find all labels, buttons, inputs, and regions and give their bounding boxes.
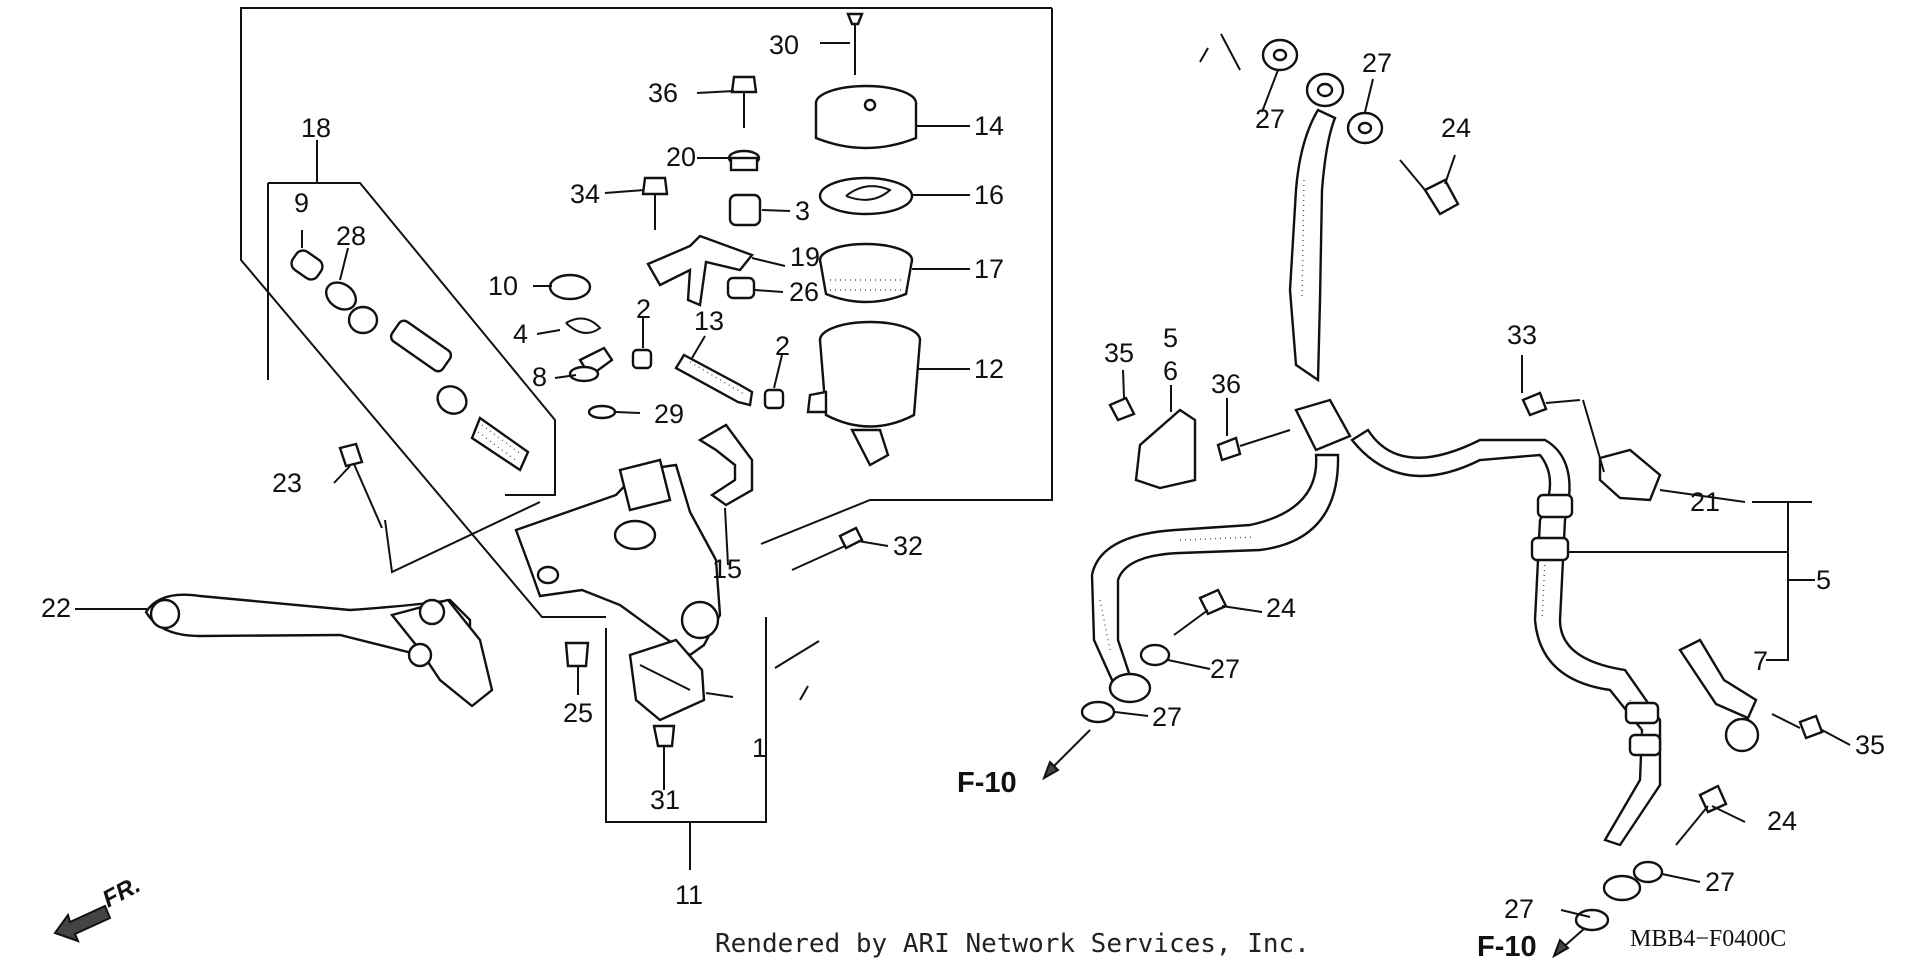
callout-13: 13 <box>694 306 724 336</box>
callout-30: 30 <box>769 30 799 60</box>
callout-35a: 35 <box>1104 338 1134 368</box>
master-cylinder <box>338 442 722 766</box>
callout-27d: 27 <box>1152 702 1182 732</box>
callout-11: 11 <box>675 880 703 910</box>
callout-labels: 1 2 2 3 4 5 5 6 7 8 9 10 11 12 13 14 15 … <box>41 30 1885 924</box>
callout-5a: 5 <box>1163 323 1178 353</box>
piston-kit <box>290 249 530 472</box>
callout-27e: 27 <box>1705 867 1735 897</box>
callout-31: 31 <box>650 785 680 815</box>
callout-12: 12 <box>974 354 1004 384</box>
callout-26: 26 <box>789 277 819 307</box>
callout-27b: 27 <box>1362 48 1392 78</box>
callout-25: 25 <box>563 698 593 728</box>
callout-8: 8 <box>532 362 547 392</box>
diagram-code: MBB4−F0400C <box>1630 926 1786 952</box>
brake-hoses <box>1042 38 1824 959</box>
callout-32: 32 <box>893 531 923 561</box>
flow-label-f10-left: F-10 <box>957 767 1017 799</box>
callout-33: 33 <box>1507 320 1537 350</box>
callout-28: 28 <box>336 221 366 251</box>
callout-19: 19 <box>790 242 820 272</box>
callout-36b: 36 <box>1211 369 1241 399</box>
callout-15: 15 <box>712 554 742 584</box>
flow-label-f10-right: F-10 <box>1477 931 1537 960</box>
callout-24b: 24 <box>1266 593 1296 623</box>
callout-36a: 36 <box>648 78 678 108</box>
callout-1: 1 <box>752 733 767 763</box>
callout-2b: 2 <box>775 331 790 361</box>
callout-23: 23 <box>272 468 302 498</box>
callout-24a: 24 <box>1441 113 1471 143</box>
callout-35b: 35 <box>1855 730 1885 760</box>
callout-21: 21 <box>1690 487 1720 517</box>
callout-22: 22 <box>41 593 71 623</box>
front-direction-arrow <box>53 904 112 943</box>
callout-17: 17 <box>974 254 1004 284</box>
callout-20: 20 <box>666 142 696 172</box>
callout-29: 29 <box>654 399 684 429</box>
callout-9: 9 <box>294 188 309 218</box>
footer-credit: Rendered by ARI Network Services, Inc. <box>715 929 1310 959</box>
callout-4: 4 <box>513 319 528 349</box>
brake-lever <box>144 593 494 708</box>
callout-3: 3 <box>795 196 810 226</box>
callout-2a: 2 <box>636 294 651 324</box>
callout-27a: 27 <box>1255 104 1285 134</box>
callout-7: 7 <box>1753 646 1768 676</box>
callout-27f: 27 <box>1504 894 1534 924</box>
callout-24c: 24 <box>1767 806 1797 836</box>
callout-10: 10 <box>488 271 518 301</box>
callout-27c: 27 <box>1210 654 1240 684</box>
callout-16: 16 <box>974 180 1004 210</box>
callout-6: 6 <box>1163 356 1178 386</box>
callout-5b: 5 <box>1816 565 1831 595</box>
callout-14: 14 <box>974 111 1004 141</box>
callout-18: 18 <box>301 113 331 143</box>
callout-34: 34 <box>570 179 600 209</box>
reservoir-parts <box>548 12 922 571</box>
